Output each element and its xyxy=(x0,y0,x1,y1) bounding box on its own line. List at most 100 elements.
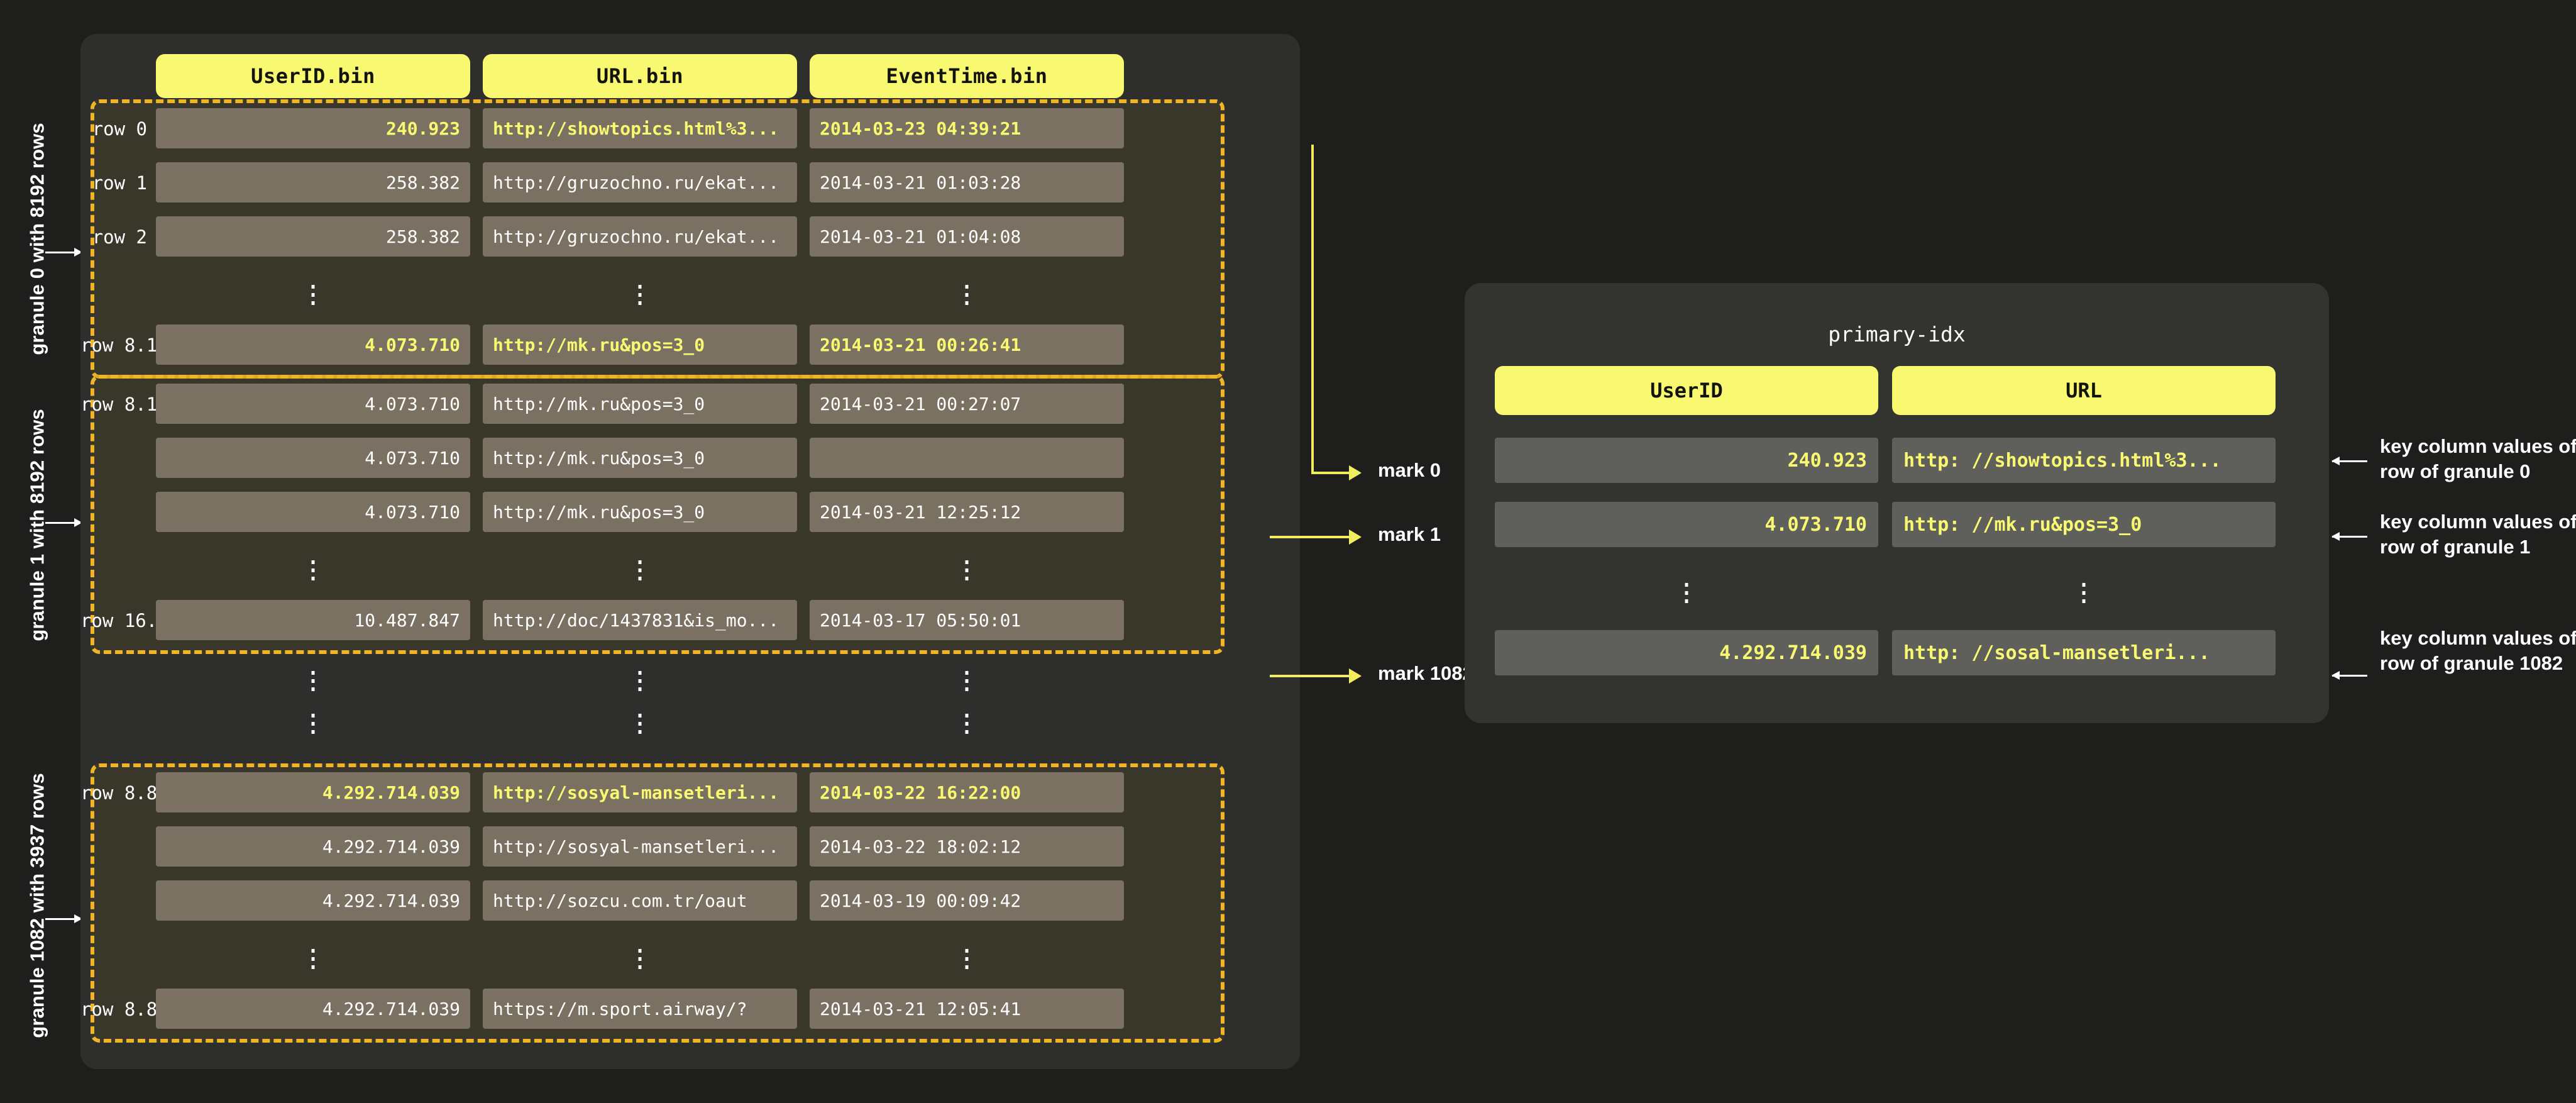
cell-eventtime: 2014-03-17 05:50:01 xyxy=(810,600,1124,640)
mark-connector-horizontal xyxy=(1311,472,1350,474)
row-label: row 8.191 xyxy=(80,335,180,356)
cell-eventtime: 2014-03-21 00:27:07 xyxy=(810,384,1124,424)
primary-index-ellipsis: ... xyxy=(1678,564,1695,609)
cell-eventtime: 2014-03-21 12:25:12 xyxy=(810,492,1124,532)
row-ellipsis: ... xyxy=(959,266,975,311)
annotation-2: key column values of first row of granul… xyxy=(2380,627,2576,674)
cell-url: http://sozcu.com.tr/oaut xyxy=(483,880,797,921)
cell-eventtime: 2014-03-21 00:26:41 xyxy=(810,324,1124,365)
cell-url: http://sosyal-mansetleri... xyxy=(483,826,797,867)
granule-label-rail: granule 0 with 8192 rows granule 1 with 8… xyxy=(0,0,82,1103)
cell-eventtime: 2014-03-19 00:09:42 xyxy=(810,880,1124,921)
row-ellipsis: ... xyxy=(959,541,975,587)
primary-index-panel: primary-idx UserID URL 240.923 http: //sho… xyxy=(1465,283,2329,723)
cell-userid: 4.292.714.039 xyxy=(156,989,470,1029)
column-header-url-bin: URL.bin xyxy=(483,54,797,98)
cell-userid: 4.073.710 xyxy=(156,492,470,532)
mark-arrow-head xyxy=(1349,465,1362,480)
primary-index-header-userid: UserID xyxy=(1495,366,1878,415)
annotation-1: key column values of first row of granul… xyxy=(2380,511,2576,558)
primary-index-ellipsis: ... xyxy=(2076,564,2092,609)
annotation-arrow xyxy=(2331,671,2367,680)
primary-index-title: primary-idx xyxy=(1828,322,1966,346)
row-label: row 8.192 xyxy=(80,394,180,415)
primary-index-cell-userid: 240.923 xyxy=(1495,438,1878,483)
annotation-0: key column values of first row of granul… xyxy=(2380,435,2576,482)
row-ellipsis: ... xyxy=(305,266,321,311)
mark-arrow-head xyxy=(1349,529,1362,545)
cell-userid: 4.292.714.039 xyxy=(156,826,470,867)
cell-eventtime xyxy=(810,438,1124,478)
column-header-userid-bin: UserID.bin xyxy=(156,54,470,98)
cell-url: http://gruzochno.ru/ekat... xyxy=(483,216,797,257)
cell-eventtime: 2014-03-21 01:04:08 xyxy=(810,216,1124,257)
primary-index-cell-userid: 4.073.710 xyxy=(1495,502,1878,547)
row-ellipsis: ... xyxy=(632,930,648,975)
cell-url: http://mk.ru&pos=3_0 xyxy=(483,438,797,478)
cell-eventtime: 2014-03-21 01:03:28 xyxy=(810,162,1124,202)
row-ellipsis: ... xyxy=(632,541,648,587)
granule-gap-ellipsis-item: ... xyxy=(959,652,975,697)
mark-connector-vertical xyxy=(1311,145,1314,472)
mark-connector-horizontal xyxy=(1270,536,1350,538)
cell-url: http://showtopics.html%3... xyxy=(483,108,797,148)
cell-url: http://mk.ru&pos=3_0 xyxy=(483,324,797,365)
row-label: row 0 xyxy=(92,118,147,140)
granule-label-text: granule 0 with 8192 rows xyxy=(26,123,49,355)
cell-url: http://mk.ru&pos=3_0 xyxy=(483,492,797,532)
cell-userid: 258.382 xyxy=(156,216,470,257)
cell-userid: 4.073.710 xyxy=(156,324,470,365)
cell-userid: 10.487.847 xyxy=(156,600,470,640)
row-ellipsis: ... xyxy=(959,930,975,975)
mark-connectors: mark 0 mark 1 mark 1082 xyxy=(1270,0,1483,1103)
cell-eventtime: 2014-03-22 16:22:00 xyxy=(810,772,1124,812)
granule-pointer-arrow xyxy=(45,248,82,257)
primary-index-cell-url: http: //sosal-mansetleri... xyxy=(1892,630,2276,675)
cell-userid: 240.923 xyxy=(156,108,470,148)
cell-eventtime: 2014-03-21 12:05:41 xyxy=(810,989,1124,1029)
cell-userid: 4.073.710 xyxy=(156,384,470,424)
granule-gap-ellipsis-item: ... xyxy=(305,695,321,740)
row-ellipsis: ... xyxy=(305,930,321,975)
column-header-eventtime-bin: EventTime.bin xyxy=(810,54,1124,98)
granule-label-text: granule 1082 with 3937 rows xyxy=(26,773,49,1038)
mark-arrow-head xyxy=(1349,668,1362,684)
row-ellipsis: ... xyxy=(305,541,321,587)
granule-pointer-arrow xyxy=(45,914,82,923)
cell-userid: 4.073.710 xyxy=(156,438,470,478)
cell-userid: 4.292.714.039 xyxy=(156,772,470,812)
mark-label-0: mark 0 xyxy=(1378,459,1441,481)
granule-gap-ellipsis-item: ... xyxy=(632,695,648,740)
granule-label-text: granule 1 with 8192 rows xyxy=(26,409,49,641)
cell-url: http://gruzochno.ru/ekat... xyxy=(483,162,797,202)
row-label: row 2 xyxy=(92,226,147,248)
cell-userid: 4.292.714.039 xyxy=(156,880,470,921)
granule-gap-ellipsis-item: ... xyxy=(632,652,648,697)
granule-label-1: granule 1 with 8192 rows xyxy=(0,377,75,673)
granule-gap-ellipsis-item: ... xyxy=(305,652,321,697)
row-label: row 16.383 xyxy=(80,610,190,631)
cell-url: http://mk.ru&pos=3_0 xyxy=(483,384,797,424)
annotation-arrow xyxy=(2331,457,2367,465)
row-ellipsis: ... xyxy=(632,266,648,311)
row-label: row 8.863.744 xyxy=(80,782,223,804)
mark-label-2: mark 1082 xyxy=(1378,662,1473,684)
granule-label-0: granule 0 with 8192 rows xyxy=(0,88,75,390)
mark-label-1: mark 1 xyxy=(1378,523,1441,545)
primary-index-header-url: URL xyxy=(1892,366,2276,415)
primary-index-cell-url: http: //showtopics.html%3... xyxy=(1892,438,2276,483)
column-data-panel: UserID.bin URL.bin EventTime.bin row 0 240.… xyxy=(80,34,1300,1069)
granule-label-2: granule 1082 with 3937 rows xyxy=(0,748,75,1063)
row-label: row 8.867.680 xyxy=(80,999,223,1020)
row-label: row 1 xyxy=(92,172,147,194)
cell-userid: 258.382 xyxy=(156,162,470,202)
granule-gap-ellipsis-item: ... xyxy=(959,695,975,740)
primary-index-cell-url: http: //mk.ru&pos=3_0 xyxy=(1892,502,2276,547)
primary-index-cell-userid: 4.292.714.039 xyxy=(1495,630,1878,675)
cell-eventtime: 2014-03-23 04:39:21 xyxy=(810,108,1124,148)
mark-connector-horizontal xyxy=(1270,675,1350,677)
cell-url: http://sosyal-mansetleri... xyxy=(483,772,797,812)
cell-eventtime: 2014-03-22 18:02:12 xyxy=(810,826,1124,867)
cell-url: http://doc/1437831&is_mo... xyxy=(483,600,797,640)
granule-pointer-arrow xyxy=(45,518,82,527)
